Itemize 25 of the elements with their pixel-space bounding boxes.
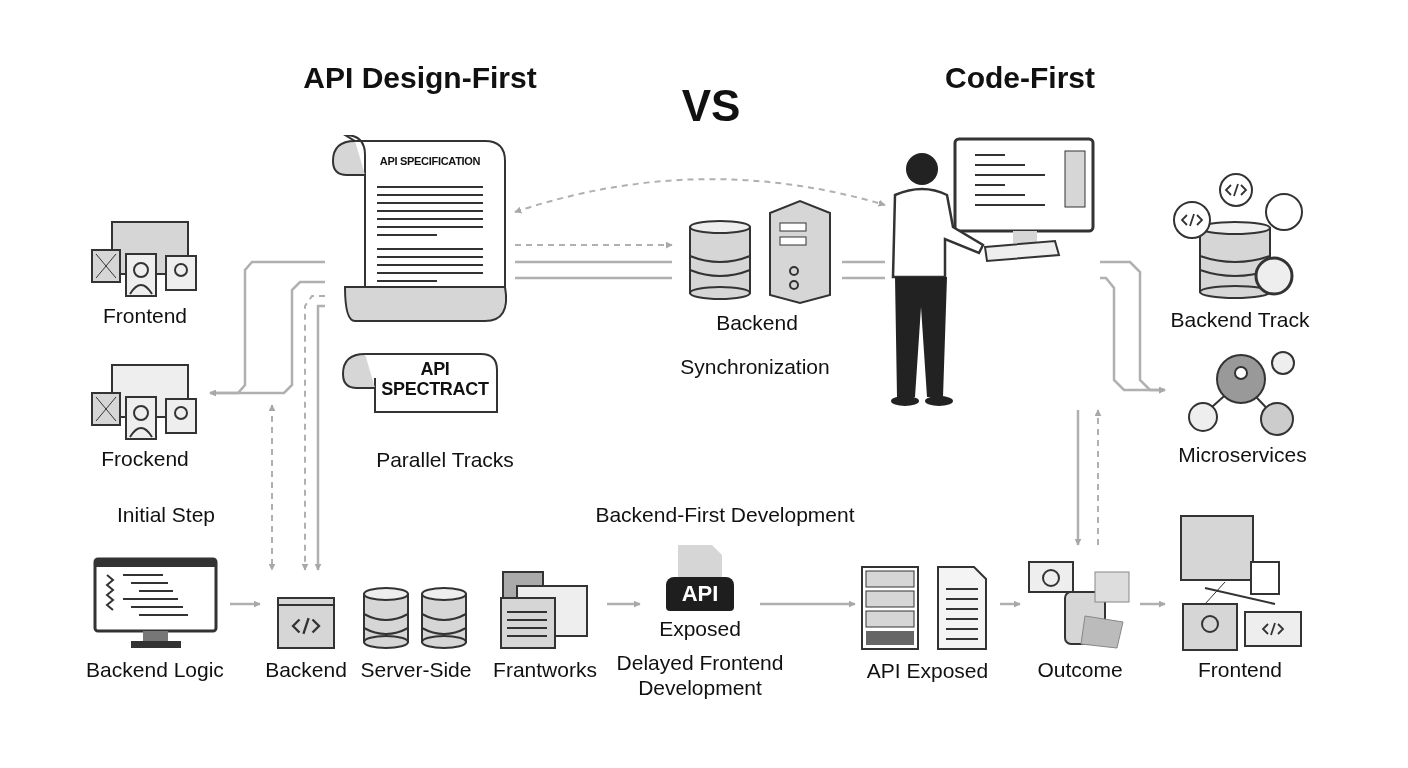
caption-text: Initial Step <box>115 502 217 528</box>
caption-text: Synchronization <box>679 354 831 380</box>
node-label: Frontend <box>1197 657 1283 682</box>
caption-text: Delayed Frontend Development <box>615 650 785 701</box>
scroll-title: API SPECTRACT <box>380 360 490 400</box>
node-label: API Exposed <box>866 658 989 683</box>
caption-text: Parallel Tracks <box>375 447 515 473</box>
heading: API Design-First <box>302 60 538 96</box>
node-label: Backend <box>265 657 347 682</box>
heading: VS <box>680 80 742 132</box>
node-label: Frontend <box>102 303 188 328</box>
node-label: Frockend <box>101 446 189 471</box>
node-label: Server-Side <box>360 657 472 682</box>
node-label: Outcome <box>1037 657 1123 682</box>
node-label: Backend Track <box>1170 307 1310 332</box>
node-label: Exposed <box>659 616 741 641</box>
api-badge: API <box>665 576 735 611</box>
node-label: Microservices <box>1178 442 1307 467</box>
node-label: Backend <box>716 310 798 335</box>
scroll-title: API SPECIFICATION <box>378 155 482 168</box>
node-label: Backend Logic <box>86 657 224 682</box>
node-label: Frantworks <box>493 657 597 682</box>
heading: Code-First <box>944 60 1096 96</box>
caption-text: Backend-First Development <box>594 502 856 528</box>
arrow <box>514 178 886 215</box>
